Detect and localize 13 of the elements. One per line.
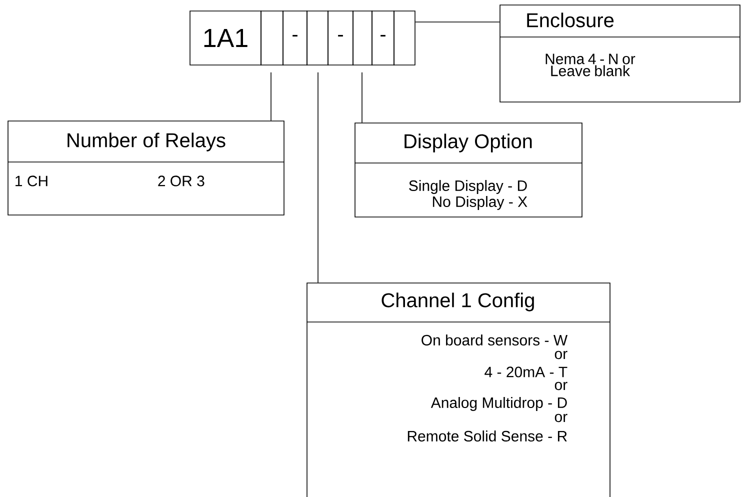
empty-cell	[306, 10, 328, 66]
empty-cell	[394, 10, 416, 66]
option-table: Enclosure Nema 4 - N or Leave blank	[500, 4, 740, 102]
option-table: Number of Relays 1 CH 2 OR 3	[8, 120, 284, 216]
empty-cell	[352, 10, 372, 66]
connector-line	[270, 72, 272, 121]
empty-cell	[260, 10, 284, 66]
option-table: Display Option Single Display - D No Display - X	[354, 122, 582, 218]
code-cell: 1A1	[190, 10, 262, 66]
code-cell: -	[328, 10, 354, 66]
code-cell: -	[372, 10, 394, 66]
option-table: Channel 1 Config On board sensors - W or 4 - 20mA - T or Analog Multidrop - D or Remote Solid Sense - R	[306, 282, 610, 497]
code-cell: -	[282, 10, 308, 66]
